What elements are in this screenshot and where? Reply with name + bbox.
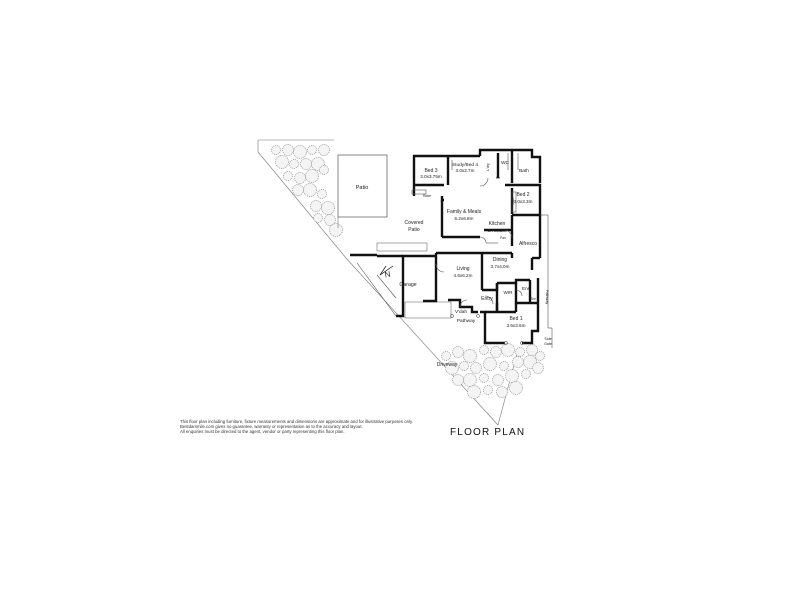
- label-entry: Entry: [481, 296, 493, 302]
- label-garage: Garage: [399, 282, 416, 288]
- label-study-size: 3.0x2.7m: [456, 168, 475, 173]
- label-bed2-size: 3.0x3.3m: [514, 199, 533, 204]
- shrub-icon: [535, 351, 545, 361]
- label-covered-patio-2: Patio: [408, 227, 420, 233]
- label-robe-bed3: Robe: [423, 194, 431, 198]
- site-boundary: [257, 139, 519, 426]
- shrub-icon: [310, 200, 322, 212]
- shrub-icon: [479, 373, 489, 383]
- compass-letter: N: [384, 270, 391, 280]
- shrub-icon: [515, 347, 525, 357]
- shrub-icon: [271, 145, 281, 155]
- label-living-size: 4.6x6.2m: [454, 273, 473, 278]
- label-alfresco: Alfresco: [519, 241, 537, 247]
- shrub-icon: [313, 213, 323, 223]
- shrub-icon: [441, 351, 451, 361]
- shrub-icon: [532, 362, 544, 374]
- shrub-icon: [483, 385, 493, 395]
- shrub-icon: [467, 385, 481, 399]
- shrub-icon: [490, 346, 502, 358]
- label-verandah: V'dah: [455, 309, 467, 315]
- label-patio: Patio: [356, 185, 369, 191]
- shrub-icon: [329, 223, 343, 237]
- shrub-icon: [282, 144, 294, 156]
- shrub-icon: [501, 343, 515, 357]
- shrub-icon: [505, 369, 519, 383]
- label-bath: Bath: [519, 168, 529, 174]
- shrub-icon: [526, 344, 538, 356]
- shrub-icon: [300, 158, 312, 170]
- floor-plan-title: FLOOR PLAN: [450, 427, 526, 438]
- shrub-icon: [293, 145, 307, 159]
- shrub-icon: [499, 361, 509, 371]
- label-covered-patio-1: Covered: [405, 220, 424, 226]
- shrub-icon: [275, 155, 289, 169]
- label-study: Study/Bed 4: [452, 162, 478, 168]
- label-linen: Lin: [496, 176, 500, 180]
- house-walls: [350, 148, 542, 345]
- shrub-icon: [321, 201, 335, 215]
- shrub-icon: [294, 172, 306, 184]
- label-side-pathway: Pathway: [545, 290, 549, 305]
- label-side-gate-1: Side: [544, 337, 551, 341]
- shrub-icon: [483, 357, 497, 371]
- shrub-icon: [305, 169, 319, 183]
- shrub-icon: [452, 374, 464, 386]
- label-family-size: 6.2x6.8m: [455, 216, 474, 221]
- north-compass-icon: N: [379, 265, 394, 280]
- shrub-icon: [512, 356, 524, 368]
- label-bed3-size: 3.0x3.75m: [420, 174, 442, 179]
- shrub-icon: [292, 184, 304, 196]
- disclaimer-line: Bestdarsmile.com gives no guarantee, war…: [180, 424, 363, 430]
- shrub-icon: [479, 345, 489, 355]
- label-dining: Dining: [493, 257, 507, 263]
- label-kitchen: Kitchen: [489, 221, 506, 227]
- shrub-icon: [470, 362, 482, 374]
- label-wir: WIR: [504, 290, 514, 295]
- disclaimer-line: All enquiries must be directed to the ag…: [180, 429, 345, 435]
- shrub-icon: [283, 171, 293, 181]
- shrub-icon: [318, 144, 330, 156]
- shrub-icon: [459, 361, 469, 371]
- shrub-icon: [303, 183, 317, 197]
- shrub-icon: [445, 361, 459, 375]
- shrub-icon: [463, 349, 477, 363]
- patio-paving: [337, 154, 452, 319]
- label-bed1: Bed 1: [509, 316, 522, 322]
- shrub-icon: [492, 374, 504, 386]
- shrub-icon: [289, 159, 299, 169]
- shrub-icon: [317, 189, 327, 199]
- shrub-icon: [509, 381, 523, 395]
- label-robe-bed2: Robe: [511, 197, 515, 205]
- interior-details: [356, 153, 553, 348]
- label-bed1-size: 3.6x3.6m: [507, 323, 526, 328]
- label-dining-size: 3.7x4.0m: [491, 264, 510, 269]
- shrub-icon: [521, 369, 531, 379]
- label-wc: WC: [501, 160, 510, 166]
- label-ensuite: Ens: [522, 286, 531, 291]
- label-shower: Shr: [530, 297, 536, 301]
- shrub-icon: [307, 145, 317, 155]
- shrub-icon: [463, 373, 477, 387]
- label-driveway: Driveway: [437, 362, 458, 368]
- label-side-gate-2: Gate: [544, 342, 552, 346]
- disclaimer-line: This floor plan including furniture, fix…: [180, 419, 414, 424]
- label-living: Living: [456, 266, 469, 272]
- label-kitchen-size: 3.7x3.2m: [488, 228, 507, 233]
- shrub-icon: [452, 346, 464, 358]
- label-family: Family & Meals: [447, 209, 482, 215]
- shrub-icon: [324, 214, 336, 226]
- shrub-icon: [319, 165, 329, 175]
- garden-shrubs: [271, 144, 545, 399]
- disclaimer: This floor plan including furniture, fix…: [180, 419, 480, 435]
- label-bed2: Bed 2: [516, 192, 529, 198]
- room-labels: Patio Covered Patio Bed 3 3.0x3.75m Stud…: [356, 160, 552, 368]
- label-pantry: Pan: [500, 236, 506, 240]
- shrub-icon: [496, 386, 508, 398]
- label-laundry: L'dry: [486, 163, 490, 171]
- label-bed3: Bed 3: [424, 168, 437, 174]
- label-pathway: Pathway: [457, 318, 476, 324]
